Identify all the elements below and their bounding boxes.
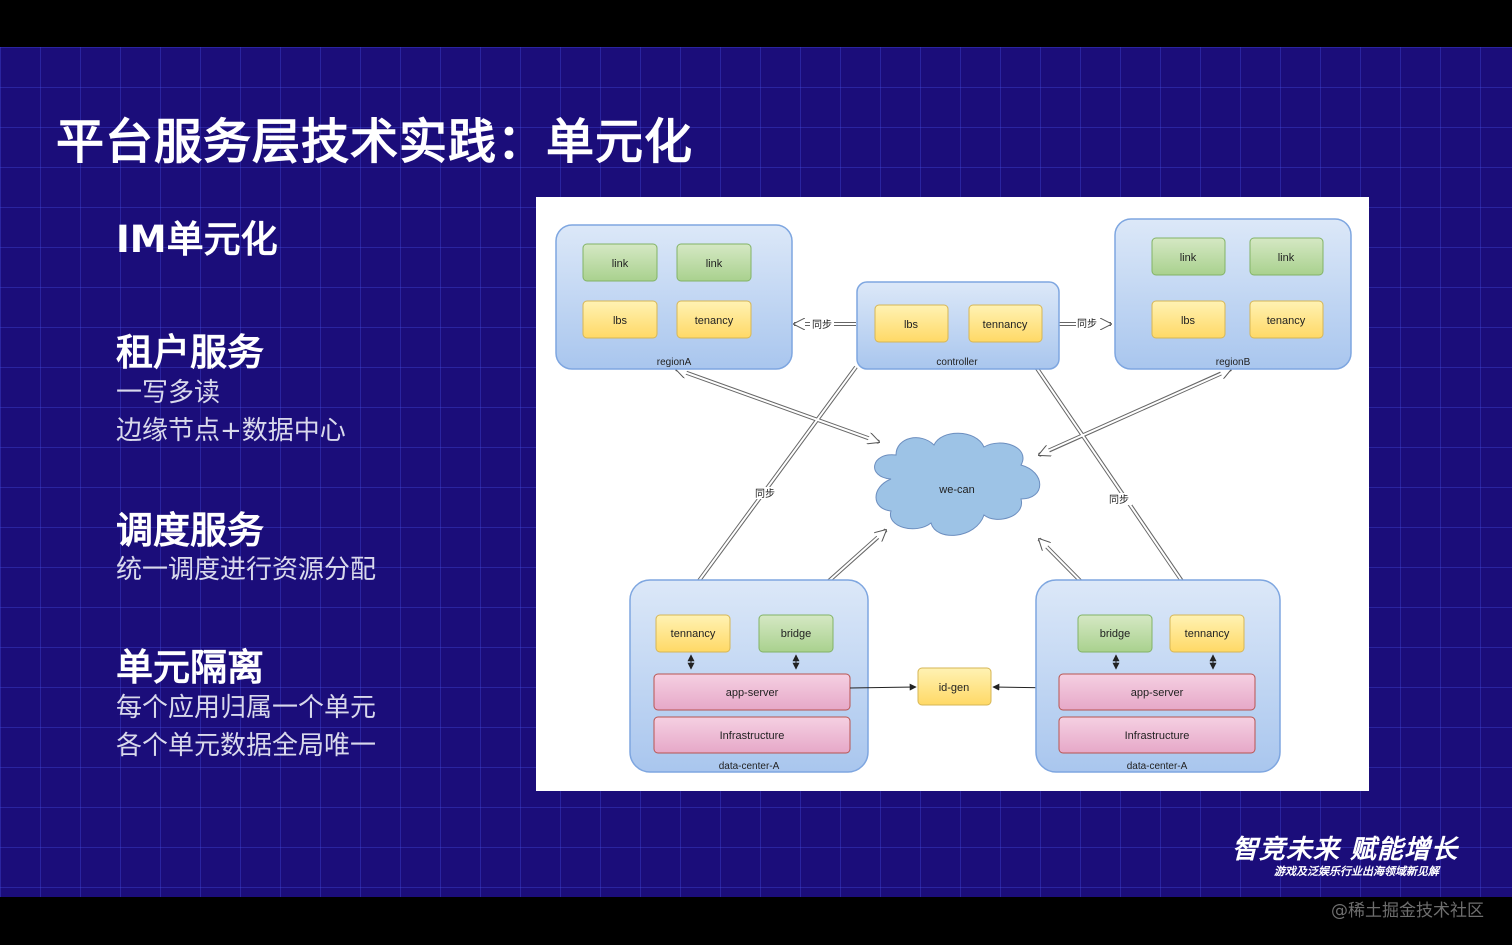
sync-label: 同步	[1077, 318, 1097, 330]
node-app-server: app-server	[726, 687, 779, 699]
section-line: 每个应用归属一个单元	[116, 693, 377, 723]
section-title-im: IM单元化	[116, 218, 278, 261]
section-line: 统一调度进行资源分配	[116, 555, 377, 585]
data-center-right: bridge tennancy app-server Infrastructur…	[1035, 579, 1281, 773]
node-tennancy: tennancy	[1185, 628, 1230, 640]
section-title-schedule: 调度服务	[116, 509, 264, 552]
node-tenancy: tenancy	[695, 315, 734, 327]
controller-label: controller	[936, 357, 978, 368]
node-lbs: lbs	[613, 315, 628, 327]
node-link: link	[612, 258, 629, 270]
sync-label: 同步	[755, 488, 775, 500]
architecture-diagram: 同步 同步 同步 同步 link link lbs tenancy	[536, 197, 1369, 791]
node-bridge: bridge	[1100, 628, 1131, 640]
data-center-left: tennancy bridge app-server Infrastructur…	[629, 579, 869, 773]
we-can-cloud: we-can	[874, 432, 1041, 536]
data-center-label: data-center-A	[719, 761, 780, 772]
sync-label: 同步	[812, 319, 832, 331]
node-infrastructure: Infrastructure	[1125, 730, 1190, 742]
node-link: link	[1180, 252, 1197, 264]
node-lbs: lbs	[1181, 315, 1196, 327]
region-b-label: regionB	[1216, 357, 1251, 368]
data-center-label: data-center-A	[1127, 761, 1188, 772]
section-line: 一写多读	[116, 378, 221, 408]
region-a-label: regionA	[657, 357, 692, 368]
node-infrastructure: Infrastructure	[720, 730, 785, 742]
section-title-isolation: 单元隔离	[116, 646, 264, 689]
controller: lbs tennancy controller	[856, 281, 1060, 370]
slide: 平台服务层技术实践：单元化 IM单元化 租户服务 一写多读 边缘节点+数据中心 …	[0, 47, 1512, 897]
id-gen-label: id-gen	[939, 682, 970, 694]
cloud-label: we-can	[938, 484, 974, 496]
section-line: 各个单元数据全局唯一	[116, 731, 377, 761]
region-b: link link lbs tenancy regionB	[1114, 218, 1352, 370]
slide-title: 平台服务层技术实践：单元化	[56, 114, 694, 170]
brand-subtitle: 游戏及泛娱乐行业出海领域新见解	[1274, 865, 1439, 878]
id-gen: id-gen	[849, 667, 1060, 706]
node-link: link	[706, 258, 723, 270]
node-bridge: bridge	[781, 628, 812, 640]
brand-logo: 智竞未来 赋能增长 游戏及泛娱乐行业出海领域新见解	[1232, 829, 1459, 878]
node-tennancy: tennancy	[983, 319, 1028, 331]
node-link: link	[1278, 252, 1295, 264]
brand-slogan: 智竞未来 赋能增长	[1232, 835, 1459, 865]
node-app-server: app-server	[1131, 687, 1184, 699]
node-tenancy: tenancy	[1267, 315, 1306, 327]
region-a: link link lbs tenancy regionA	[555, 224, 793, 370]
node-tennancy: tennancy	[671, 628, 716, 640]
section-line: 边缘节点+数据中心	[116, 416, 346, 446]
section-title-tenant: 租户服务	[116, 331, 264, 374]
node-lbs: lbs	[904, 319, 919, 331]
watermark: @稀土掘金技术社区	[1331, 901, 1484, 921]
sync-label: 同步	[1109, 494, 1129, 506]
